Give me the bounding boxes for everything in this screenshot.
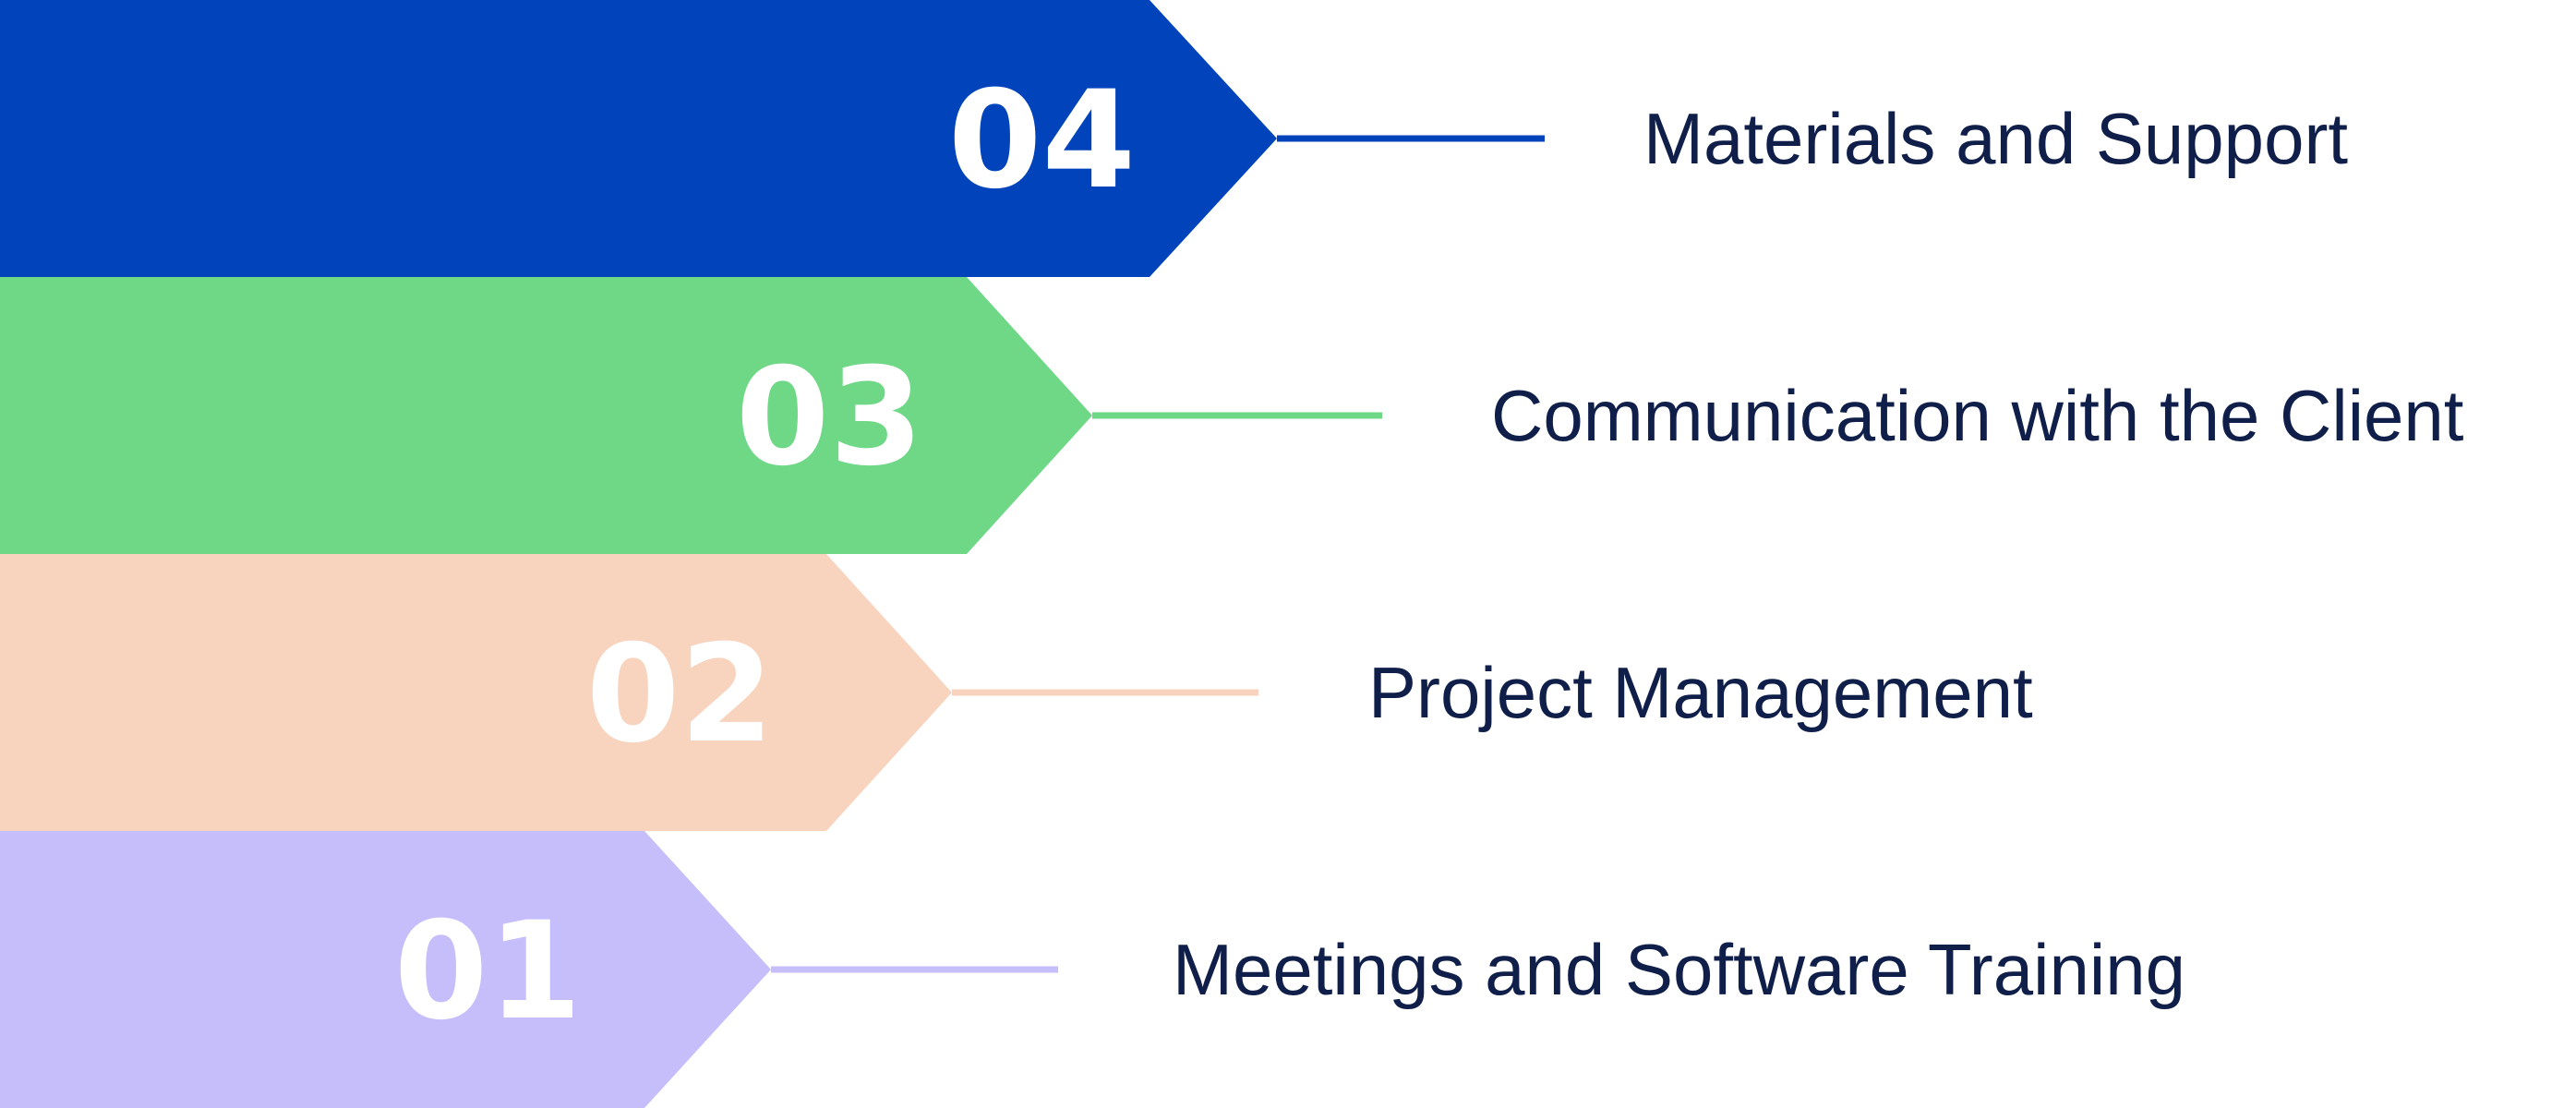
- step-01: 01 Meetings and Software Training: [0, 831, 2185, 1108]
- step-label: Meetings and Software Training: [1173, 929, 2185, 1010]
- step-number: 04: [948, 62, 1136, 219]
- step-label: Project Management: [1368, 652, 2033, 733]
- step-number: 01: [394, 893, 582, 1050]
- step-03: 03 Communication with the Client: [0, 277, 2464, 554]
- step-arrow-band: [0, 277, 1092, 554]
- step-arrow-band: [0, 831, 771, 1108]
- step-04: 04 Materials and Support: [0, 0, 2348, 277]
- step-02: 02 Project Management: [0, 554, 2033, 831]
- step-arrow-band: [0, 554, 952, 831]
- step-label: Materials and Support: [1643, 98, 2348, 179]
- step-number: 03: [736, 339, 923, 496]
- step-arrow-band: [0, 0, 1277, 277]
- step-label: Communication with the Client: [1491, 375, 2464, 456]
- step-number: 02: [586, 616, 774, 773]
